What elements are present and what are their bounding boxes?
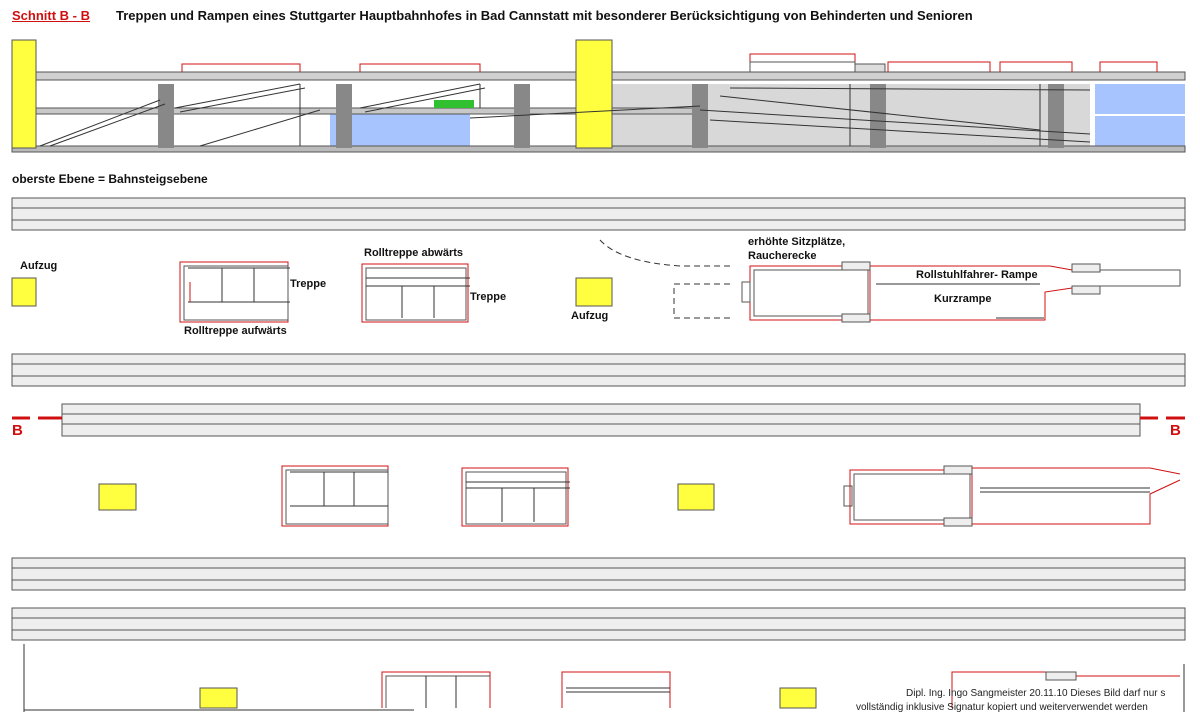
- platform-1: [11, 239, 1181, 323]
- label-rampe: Rollstuhlfahrer- Rampe: [916, 269, 1038, 281]
- platform-3: [23, 644, 1185, 712]
- seating-and-ramp: [741, 261, 1181, 323]
- section-mark-left: B: [12, 422, 23, 439]
- label-treppe-left: Treppe: [290, 278, 327, 290]
- label-aufzug-left: Aufzug: [20, 260, 58, 272]
- label-raucherecke: Raucherecke: [748, 250, 817, 262]
- signature-line-1: Dipl. Ing. Ingo Sangmeister 20.11.10 Die…: [906, 688, 1166, 699]
- signature-line-2: vollständig inklusive Signatur kopiert u…: [856, 702, 1148, 713]
- section-view: [11, 39, 1186, 153]
- label-kurzrampe: Kurzrampe: [934, 293, 992, 305]
- escalator-down: [361, 263, 470, 323]
- track-bands: [11, 197, 1186, 641]
- label-aufzug-mid: Aufzug: [571, 310, 609, 322]
- label-rolltreppe-abwaerts: Rolltreppe abwärts: [364, 247, 464, 259]
- platform-2: [98, 465, 1181, 527]
- section-mark-right: B: [1170, 422, 1181, 439]
- elevator-left: [11, 277, 37, 307]
- page-title: Treppen und Rampen eines Stuttgarter Hau…: [116, 8, 973, 23]
- label-sitzplaetze: erhöhte Sitzplätze,: [748, 236, 846, 248]
- elevator-mid: [575, 277, 613, 307]
- level-title: oberste Ebene = Bahnsteigsebene: [12, 172, 208, 186]
- label-treppe-mid: Treppe: [470, 291, 507, 303]
- escalator-up: [179, 261, 290, 323]
- label-rolltreppe-aufwaerts: Rolltreppe aufwärts: [184, 325, 287, 337]
- section-label: Schnitt B - B: [12, 8, 90, 23]
